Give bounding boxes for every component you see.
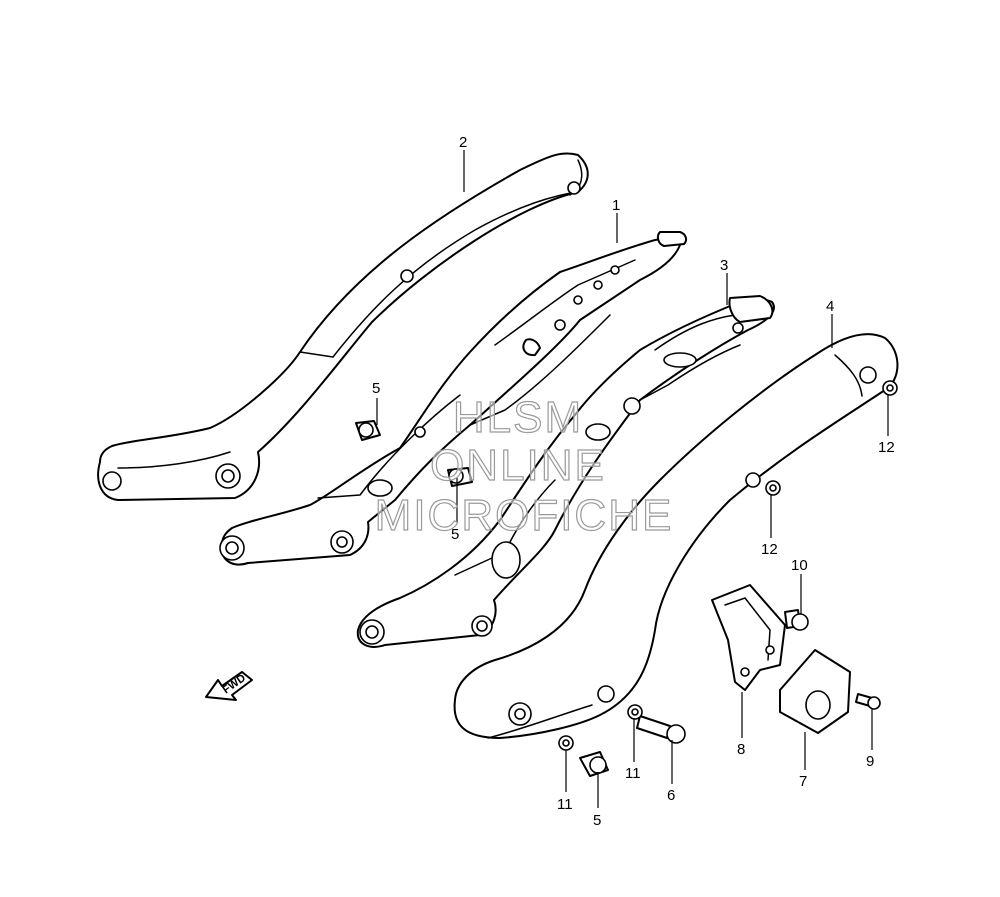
callout-3: 3 bbox=[720, 257, 728, 274]
callout-5-left: 5 bbox=[372, 380, 380, 397]
callout-2: 2 bbox=[459, 134, 467, 151]
callout-8: 8 bbox=[737, 741, 745, 758]
bolt-5-bottom bbox=[579, 751, 609, 777]
callout-12-lower: 12 bbox=[761, 541, 778, 558]
bolt-10 bbox=[784, 609, 809, 631]
washer-11-left-inner bbox=[562, 739, 570, 747]
callout-4: 4 bbox=[826, 298, 834, 315]
watermark-line-3: MICROFICHE bbox=[375, 491, 674, 540]
fwd-arrow: FWD bbox=[205, 671, 253, 701]
callout-7: 7 bbox=[799, 773, 807, 790]
washer-11-right-inner bbox=[631, 708, 639, 716]
callout-9: 9 bbox=[866, 753, 874, 770]
callout-11-right: 11 bbox=[625, 765, 641, 782]
part-1-frame bbox=[219, 231, 688, 566]
screw-9 bbox=[855, 693, 881, 710]
callout-1: 1 bbox=[612, 197, 620, 214]
callout-12-upper: 12 bbox=[878, 439, 895, 456]
part-2-cover bbox=[97, 152, 589, 501]
watermark-line-2: ONLINE bbox=[430, 441, 606, 490]
callout-5-bottom: 5 bbox=[593, 812, 601, 829]
bracket-8 bbox=[711, 584, 786, 691]
part-4-cover bbox=[453, 333, 899, 739]
leader-lines bbox=[376, 150, 889, 808]
washer-12-lower-inner bbox=[769, 484, 777, 492]
washer-12-upper-inner bbox=[886, 384, 894, 392]
bolt-6 bbox=[636, 715, 686, 744]
cap-7 bbox=[779, 649, 851, 734]
bolt-5-center bbox=[447, 467, 473, 487]
bolt-5-left bbox=[355, 420, 381, 441]
callout-5-center: 5 bbox=[451, 526, 459, 543]
watermark: HLSM ONLINE MICROFICHE bbox=[374, 392, 674, 540]
callout-10: 10 bbox=[791, 557, 808, 574]
callout-11-left: 11 bbox=[557, 796, 573, 813]
part-3-frame bbox=[356, 295, 775, 648]
callout-6: 6 bbox=[667, 787, 675, 804]
watermark-line-1: HLSM bbox=[453, 393, 583, 442]
